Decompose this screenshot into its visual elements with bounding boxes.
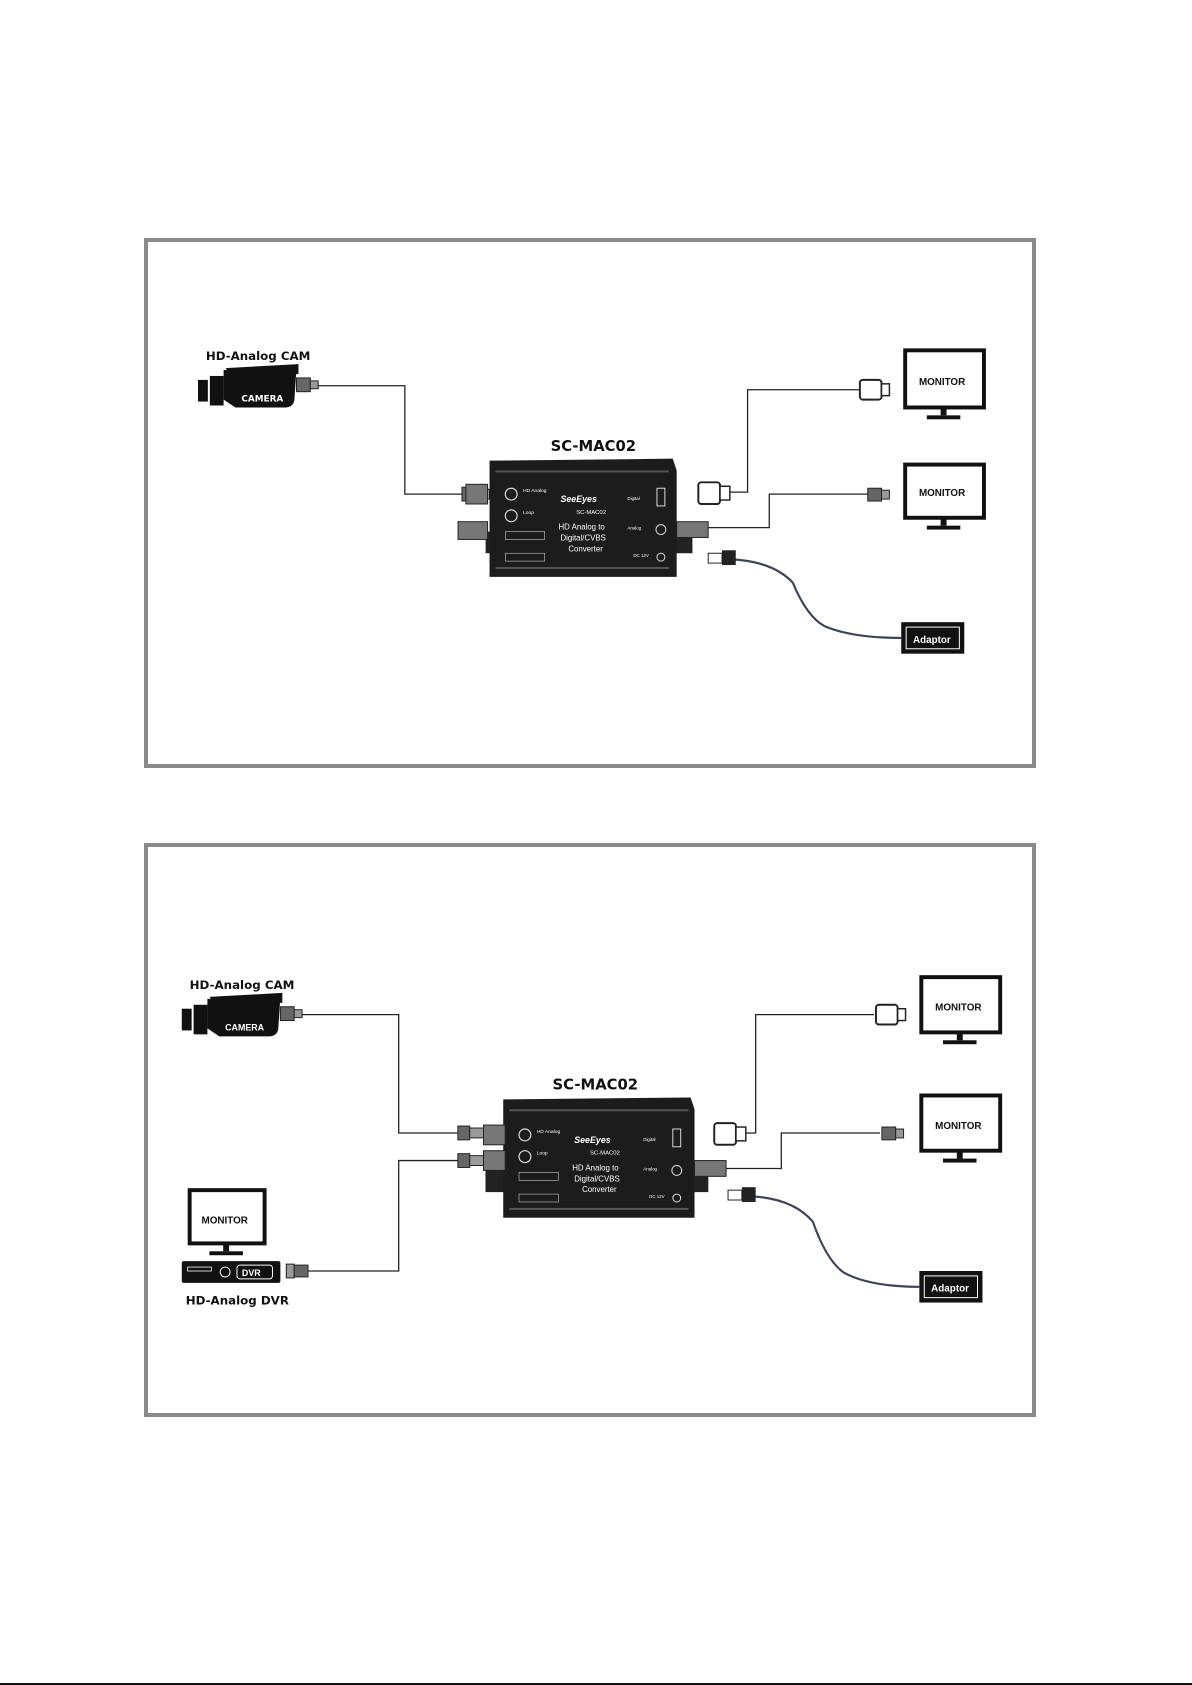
monitor-bottom-label: MONITOR xyxy=(935,1121,981,1132)
dc-plug-icon xyxy=(727,1187,756,1202)
port-digital: Digital xyxy=(627,496,639,501)
bnc-connector-icon xyxy=(296,377,319,393)
device-label: SC-MAC02 xyxy=(551,438,636,455)
monitor-icon: MONITOR xyxy=(919,975,1003,1045)
dvr-monitor-label: MONITOR xyxy=(201,1216,247,1227)
wire-camera-to-input xyxy=(302,1013,458,1134)
camera-icon: CAMERA xyxy=(198,364,299,408)
bnc-connector-icon xyxy=(457,1125,484,1141)
title-line-2: Digital/CVBS xyxy=(574,1174,620,1183)
title-line-1: HD Analog to xyxy=(572,1163,619,1172)
hdmi-connector-icon xyxy=(858,378,891,401)
port-hd-input: HD Analog xyxy=(537,1129,561,1135)
wire-analog-to-monitor xyxy=(708,493,882,529)
port-loop: Loop xyxy=(537,1151,548,1157)
dvr-text: DVR xyxy=(242,1268,261,1278)
wire-analog-to-monitor xyxy=(726,1132,880,1170)
brand-logo: SeeEyes xyxy=(574,1135,611,1145)
monitor-icon: MONITOR xyxy=(903,348,986,420)
bnc-connector-icon xyxy=(285,1263,309,1279)
port-dc: DC 12V xyxy=(649,1194,665,1199)
bnc-connector-icon xyxy=(457,1153,484,1168)
monitor-top-label: MONITOR xyxy=(919,377,965,388)
hdmi-connector-icon xyxy=(713,1122,747,1146)
port-digital: Digital xyxy=(643,1137,655,1142)
adaptor-label: Adaptor xyxy=(913,635,951,646)
wire-dvr-to-loop xyxy=(292,1159,458,1272)
diagram-panel-1: HD-Analog CAM CAMERA SC-MAC02 HD Analog … xyxy=(144,238,1036,768)
camera-icon: CAMERA xyxy=(181,992,283,1037)
port-hd-input: HD Analog xyxy=(523,488,547,494)
connection-diagram-2: HD-Analog CAM CAMERA SC-MAC02 HD Analog … xyxy=(181,975,1003,1308)
port-dc: DC 12V xyxy=(633,553,649,558)
power-cable xyxy=(721,558,902,640)
bnc-connector-icon xyxy=(881,1126,905,1141)
converter-device: HD Analog Loop SeeEyes SC-MAC02 HD Analo… xyxy=(485,1097,709,1218)
bnc-connector-icon xyxy=(867,487,890,502)
power-adaptor: Adaptor xyxy=(919,1271,983,1303)
monitor-icon: MONITOR xyxy=(903,462,986,530)
monitor-top-label: MONITOR xyxy=(935,1003,981,1014)
model-text: SC-MAC02 xyxy=(576,510,606,516)
diagram-panel-2: HD-Analog CAM CAMERA SC-MAC02 HD Analog … xyxy=(144,843,1036,1417)
device-label: SC-MAC02 xyxy=(553,1077,639,1094)
power-adaptor: Adaptor xyxy=(901,622,965,654)
title-line-1: HD Analog to xyxy=(558,523,605,532)
device-right-bnc-port xyxy=(694,1160,727,1177)
dvr-recorder-icon: DVR xyxy=(181,1261,281,1283)
port-loop: Loop xyxy=(523,510,534,516)
dvr-label: HD-Analog DVR xyxy=(186,1294,289,1308)
hdmi-connector-icon xyxy=(697,481,731,505)
monitor-icon: MONITOR xyxy=(919,1093,1003,1163)
wire-hdmi-to-monitor xyxy=(718,389,860,493)
port-analog: Analog xyxy=(643,1166,657,1171)
converter-device: HD Analog Loop SeeEyes SC-MAC02 HD Analo… xyxy=(485,458,693,577)
power-cable xyxy=(741,1194,920,1288)
monitor-bottom-label: MONITOR xyxy=(919,488,965,499)
bnc-connector-icon xyxy=(279,1006,303,1022)
wire-camera-to-input xyxy=(318,385,462,495)
brand-logo: SeeEyes xyxy=(560,494,597,504)
wire-hdmi-to-monitor xyxy=(735,1013,874,1134)
device-left-bnc-ports xyxy=(457,483,489,540)
device-left-bnc-ports xyxy=(483,1124,506,1171)
camera-text: CAMERA xyxy=(225,1022,264,1032)
adaptor-label: Adaptor xyxy=(931,1284,969,1295)
connection-diagram-1: HD-Analog CAM CAMERA SC-MAC02 HD Analog … xyxy=(198,348,986,654)
title-line-2: Digital/CVBS xyxy=(560,533,605,542)
camera-label: HD-Analog CAM xyxy=(206,349,310,363)
dvr-monitor-icon: MONITOR xyxy=(187,1188,267,1256)
camera-text: CAMERA xyxy=(241,395,283,405)
port-analog: Analog xyxy=(627,526,641,531)
dc-plug-icon xyxy=(707,550,736,566)
title-line-3: Converter xyxy=(568,544,603,553)
model-text: SC-MAC02 xyxy=(590,1151,620,1157)
hdmi-connector-icon xyxy=(874,1003,907,1026)
page-bottom-rule xyxy=(0,1683,1192,1685)
device-right-bnc-port xyxy=(676,521,709,538)
camera-label: HD-Analog CAM xyxy=(190,978,295,992)
title-line-3: Converter xyxy=(582,1185,617,1194)
